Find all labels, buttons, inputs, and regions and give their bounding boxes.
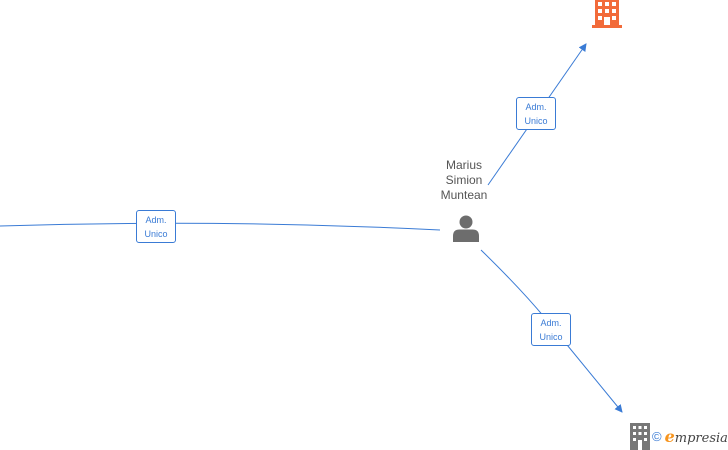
- company-building-icon-top[interactable]: [592, 0, 622, 28]
- brand-logo-initial: e: [664, 426, 675, 446]
- relation-label-bottom[interactable]: Adm. Unico: [531, 313, 571, 346]
- brand-logo-text: mpresia: [674, 430, 728, 446]
- person-name-label[interactable]: Marius Simion Muntean: [424, 158, 504, 203]
- copyright-symbol: ©: [652, 428, 662, 444]
- relation-label-line-2: Unico: [539, 332, 563, 342]
- relation-label-line-1: Adm.: [525, 102, 547, 112]
- relation-label-line-1: Adm.: [145, 215, 167, 225]
- relation-label-top[interactable]: Adm. Unico: [516, 97, 556, 130]
- company-building-icon-bottom[interactable]: [630, 423, 650, 450]
- brand-credit: © empresia: [628, 422, 728, 450]
- relation-label-left[interactable]: Adm. Unico: [136, 210, 176, 243]
- brand-logo[interactable]: empresia: [665, 427, 728, 446]
- relation-label-line-2: Unico: [524, 116, 548, 126]
- person-name-line-1: Marius: [445, 158, 482, 172]
- person-name-line-2: Simion: [445, 173, 483, 187]
- edge-to-left-company: [0, 222, 441, 231]
- relation-label-line-1: Adm.: [540, 318, 562, 328]
- relation-label-line-2: Unico: [144, 229, 168, 239]
- person-name-line-3: Muntean: [440, 188, 488, 202]
- person-icon[interactable]: [453, 215, 479, 243]
